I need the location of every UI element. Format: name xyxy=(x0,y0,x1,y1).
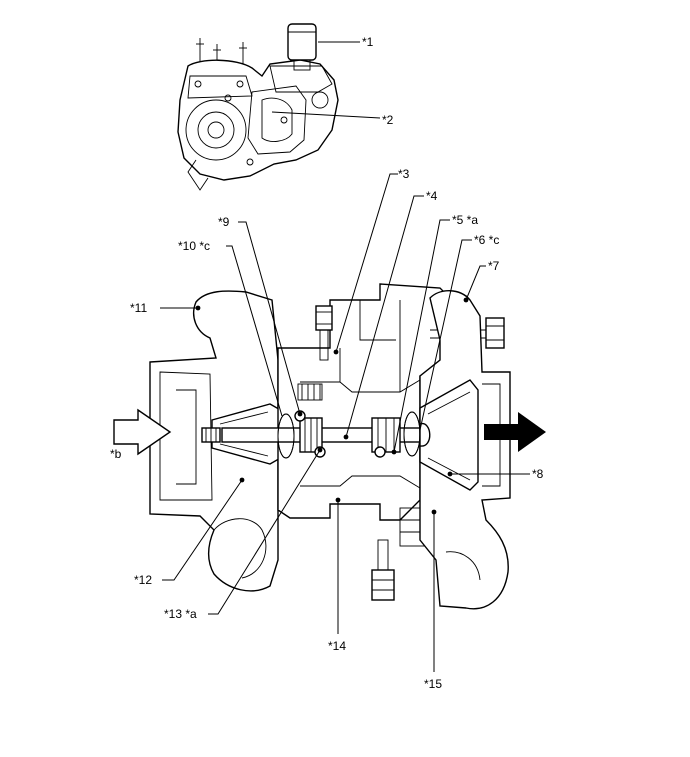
callout-5: *5 *a xyxy=(452,213,478,227)
callout-12: *12 xyxy=(134,573,152,587)
callout-labels: *1 *2 *3 *4 *5 *a *6 *c *7 *8 *9 *10 *c … xyxy=(110,35,544,691)
turbocharger-cross-section xyxy=(113,283,546,610)
callout-b: *b xyxy=(110,447,122,461)
callout-7: *7 xyxy=(488,259,500,273)
callout-2: *2 xyxy=(382,113,394,127)
callout-9: *9 xyxy=(218,215,230,229)
callout-14: *14 xyxy=(328,639,346,653)
callout-1: *1 xyxy=(362,35,374,49)
callout-13: *13 *a xyxy=(164,607,197,621)
leader-lines xyxy=(160,41,530,672)
exhaust-arrow xyxy=(484,412,546,452)
callout-15: *15 xyxy=(424,677,442,691)
callout-10: *10 *c xyxy=(178,239,210,253)
callout-3: *3 xyxy=(398,167,410,181)
callout-8: *8 xyxy=(532,467,544,481)
callout-6: *6 *c xyxy=(474,233,499,247)
intake-arrow xyxy=(113,408,172,456)
turbocharger-assembly-view xyxy=(177,23,339,191)
callout-4: *4 xyxy=(426,189,438,203)
callout-11: *11 xyxy=(130,301,147,315)
